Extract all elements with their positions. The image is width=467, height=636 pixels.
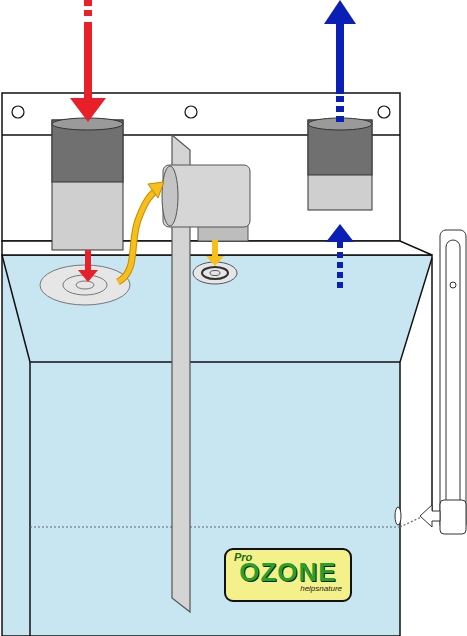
logo-box: ProOZONEhelpsnature xyxy=(224,548,352,602)
logo-text: helpsnature xyxy=(234,585,342,593)
logo-word: OZONE xyxy=(234,559,342,585)
